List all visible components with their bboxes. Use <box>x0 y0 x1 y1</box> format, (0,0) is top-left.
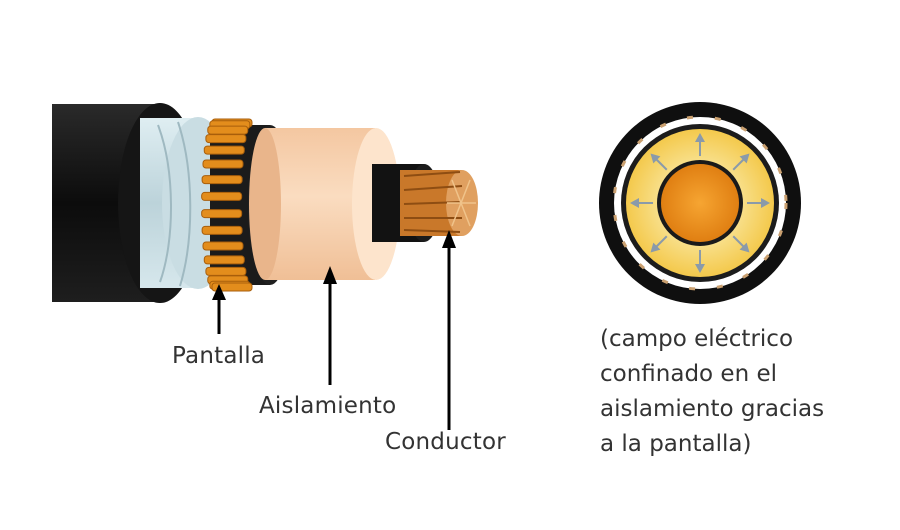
screen-wire <box>203 255 245 265</box>
pantalla-arrow <box>212 284 226 334</box>
field-arrow-head <box>761 198 770 208</box>
aislamiento-arrow <box>323 266 337 385</box>
screen-wire <box>202 241 244 251</box>
field-arrow-head <box>695 264 705 273</box>
screen-wire <box>201 191 243 201</box>
screen-wire <box>203 145 245 155</box>
caption-line: a la pantalla) <box>600 431 752 457</box>
field-arrow-head <box>695 133 705 142</box>
screen-wire <box>205 266 247 276</box>
screen-wire <box>201 209 243 219</box>
field-arrow-head <box>650 153 661 164</box>
cross-section-conductor <box>661 164 739 242</box>
cable-illustration <box>52 103 478 303</box>
field-arrow-head <box>630 198 639 208</box>
screen-wire <box>201 175 243 185</box>
conductor-arrow <box>442 230 456 430</box>
screen-wires <box>201 118 253 292</box>
field-arrow-head <box>739 153 750 164</box>
screen-wire <box>207 125 249 135</box>
field-arrows <box>630 133 770 273</box>
field-caption: (campo eléctrico confinado en el aislami… <box>600 322 870 462</box>
label-aislamiento: Aislamiento <box>259 393 397 419</box>
caption-line: confinado en el <box>600 361 778 387</box>
screen-wire <box>201 225 243 235</box>
caption-line: (campo eléctrico <box>600 326 794 352</box>
cross-section <box>599 102 801 304</box>
label-pantalla: Pantalla <box>172 343 266 369</box>
screen-wire <box>202 159 244 169</box>
field-arrow-head <box>739 242 750 253</box>
pointer-arrows <box>212 230 456 430</box>
label-conductor: Conductor <box>385 429 506 455</box>
caption-line: aislamiento gracias <box>600 396 825 422</box>
field-arrow-head <box>650 242 661 253</box>
screen-wire <box>205 134 247 144</box>
conductor-strands <box>400 170 478 236</box>
screen-wire <box>211 282 253 292</box>
